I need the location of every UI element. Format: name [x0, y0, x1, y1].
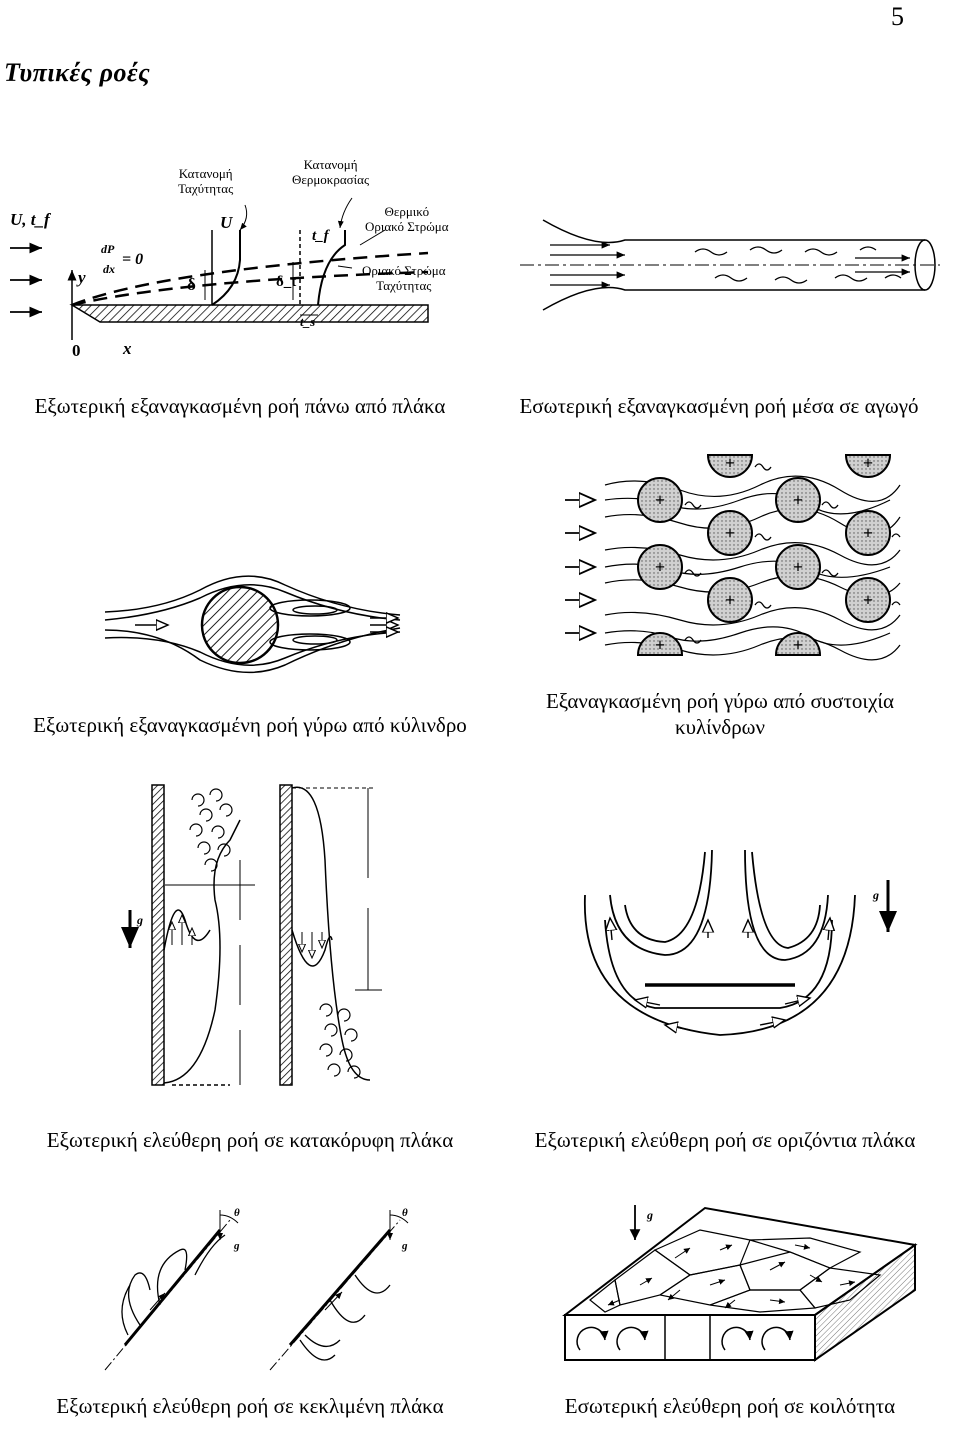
origin-symbol: 0: [72, 341, 81, 360]
inclined-plate-diagram: [104, 1210, 409, 1371]
svg-text:+: +: [863, 590, 873, 610]
pipe-caption: Εσωτερική εξαναγκασμένη ροή μέσα σε αγωγ…: [519, 394, 919, 418]
fluid-temperature-symbol: t_f: [312, 228, 329, 244]
svg-text:+: +: [655, 557, 665, 577]
inclined-plate-left-theta-symbol: θ: [234, 1207, 240, 1219]
horizontal-plate-caption: Εξωτερική ελεύθερη ροή σε οριζόντια πλάκ…: [534, 1128, 916, 1152]
surface-temperature-symbol: t_s: [300, 314, 316, 329]
velocity-boundary-layer-label: Οριακό Στρώμα Ταχύτητας: [362, 263, 446, 293]
svg-text:+: +: [725, 453, 735, 473]
page-title: Τυπικές ροές: [4, 58, 151, 87]
vertical-plate-gravity-symbol: g: [137, 913, 143, 927]
pressure-gradient-equals: = 0: [122, 251, 144, 268]
flat-plate-caption: Εξωτερική εξαναγκασμένη ροή πάνω από πλά…: [34, 394, 446, 418]
page-number: 5: [891, 2, 904, 31]
inclined-plate-right-theta-symbol: θ: [402, 1207, 408, 1219]
cylinder-caption: Εξωτερική εξαναγκασμένη ροή γύρω από κύλ…: [33, 713, 467, 737]
y-axis-symbol: y: [78, 268, 86, 287]
pipe-flow-diagram: [520, 219, 940, 311]
cylinder-bank-caption: Εξαναγκασμένη ροή γύρω από συστοιχία κυλ…: [545, 689, 895, 740]
svg-text:+: +: [863, 523, 873, 543]
svg-text:+: +: [725, 523, 735, 543]
vertical-plate-diagram: [121, 784, 382, 1086]
svg-text:+: +: [863, 453, 873, 473]
velocity-distribution-label: Κατανομή Ταχύτητας: [178, 166, 234, 196]
svg-text:+: +: [793, 635, 803, 655]
horizontal-plate-diagram: [584, 849, 897, 1036]
cavity-diagram: [562, 1205, 918, 1362]
inclined-plate-caption: Εξωτερική ελεύθερη ροή σε κεκλιμένη πλάκ…: [56, 1394, 444, 1418]
svg-text:+: +: [655, 635, 665, 655]
cavity-gravity-symbol: g: [647, 1208, 653, 1222]
velocity-symbol: U: [220, 213, 233, 232]
inclined-plate-right-gravity-symbol: g: [402, 1240, 408, 1252]
pressure-gradient-numerator: dP: [101, 242, 115, 256]
cavity-caption: Εσωτερική ελεύθερη ροή σε κοιλότητα: [564, 1394, 896, 1418]
vertical-plate-caption: Εξωτερική ελεύθερη ροή σε κατακόρυφη πλά…: [46, 1128, 454, 1152]
delta-symbol: δ: [187, 275, 196, 294]
flat-plate-diagram: [10, 197, 429, 340]
x-axis-symbol: x: [123, 339, 132, 358]
svg-text:+: +: [655, 490, 665, 510]
thermal-thickness-symbol: δ_t: [276, 274, 297, 290]
thermal-boundary-layer-label: Θερμικό Οριακό Στρώμα: [365, 204, 449, 234]
svg-text:+: +: [793, 557, 803, 577]
inclined-plate-left-gravity-symbol: g: [234, 1240, 240, 1252]
svg-text:+: +: [793, 490, 803, 510]
horizontal-plate-gravity-symbol: g: [873, 888, 879, 902]
svg-text:+: +: [725, 590, 735, 610]
cylinder-bank-diagram: + + + + + + + + + + + +: [565, 453, 901, 661]
cylinder-flow-diagram: [104, 575, 401, 674]
pressure-gradient-denominator: dx: [103, 262, 115, 276]
inflow-symbol: U, t_f: [10, 210, 50, 229]
temperature-distribution-label: Κατανομή Θερμοκρασίας: [292, 157, 370, 187]
